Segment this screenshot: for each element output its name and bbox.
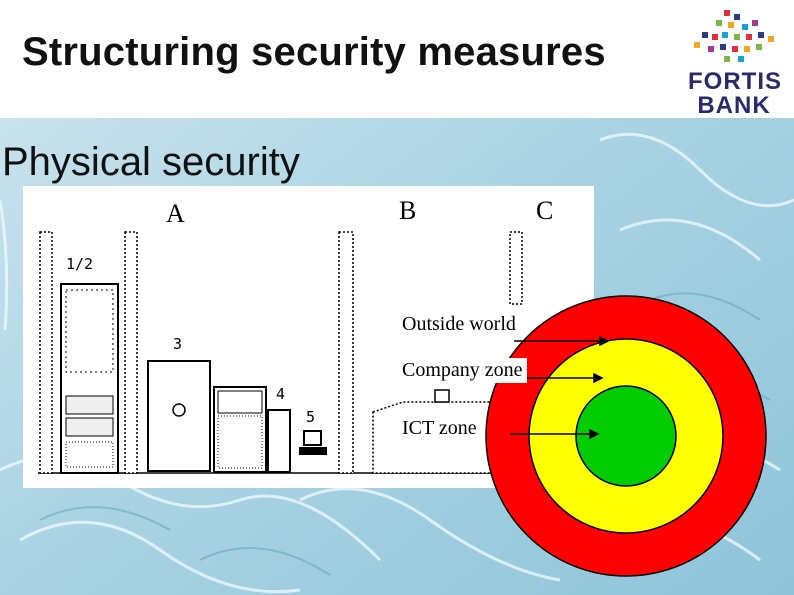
item-number-1-2: 1/2 xyxy=(66,255,93,273)
zone-ring-ict xyxy=(575,385,677,487)
zone-label-ict: ICT zone xyxy=(398,416,481,441)
zone-label-outside: Outside world xyxy=(398,312,520,337)
wall-a-left xyxy=(39,231,53,474)
logo-line1: FORTIS xyxy=(688,68,782,95)
wall-a-right xyxy=(124,231,138,474)
wall-c xyxy=(509,231,523,305)
section-heading: Physical security xyxy=(2,140,300,184)
item-number-4: 4 xyxy=(276,385,285,403)
title-band xyxy=(0,0,794,118)
zone-label-company: Company zone xyxy=(398,358,527,383)
slide-title: Structuring security measures xyxy=(22,30,606,74)
zone-rings xyxy=(485,295,767,577)
equipment-unit xyxy=(267,409,291,473)
equipment-cabinet xyxy=(213,386,267,473)
wall-b xyxy=(338,231,354,474)
logo-line2: BANK xyxy=(697,92,771,119)
section-label-c: C xyxy=(536,196,553,225)
section-label-a: A xyxy=(166,199,185,228)
terminal xyxy=(303,430,322,446)
fortis-bank-logo: FORTIS BANK xyxy=(688,6,782,119)
item-number-3: 3 xyxy=(173,335,182,353)
section-label-b: B xyxy=(399,196,416,225)
logo-mosaic-icon xyxy=(694,10,774,62)
item-number-5: 5 xyxy=(306,408,315,426)
